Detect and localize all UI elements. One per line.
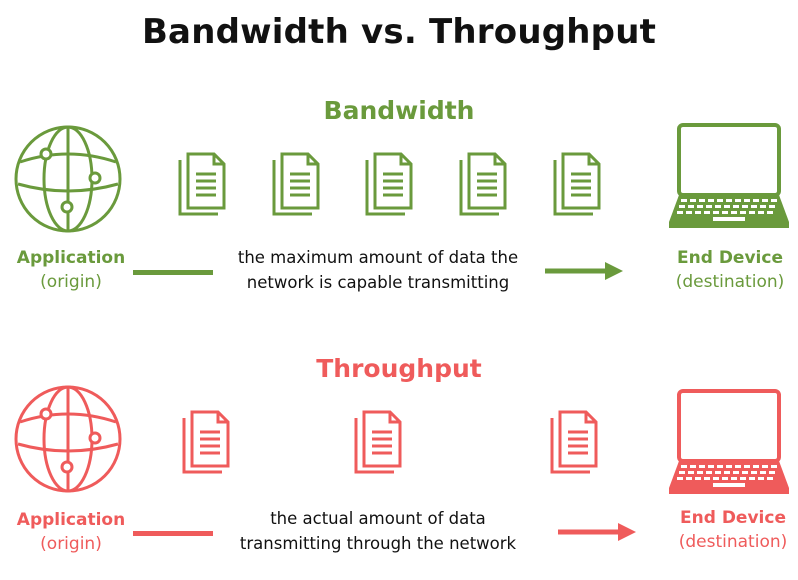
connector-line [133, 270, 213, 275]
throughput-heading: Throughput [316, 354, 482, 383]
origin-sub: (origin) [40, 534, 102, 554]
bandwidth-description: the maximum amount of data the network i… [218, 245, 538, 295]
throughput-origin-label: Application (origin) [0, 508, 156, 556]
destination-sub: (destination) [678, 532, 788, 552]
document-icon [178, 152, 226, 216]
bandwidth-heading: Bandwidth [323, 96, 475, 125]
document-icon [459, 152, 507, 216]
document-icon [365, 152, 413, 216]
laptop-icon [669, 123, 789, 228]
destination-name: End Device [680, 508, 786, 528]
destination-sub: (destination) [675, 272, 785, 292]
document-icon [182, 410, 230, 474]
throughput-description: the actual amount of data transmitting t… [218, 506, 538, 556]
throughput-destination-label: End Device (destination) [648, 506, 798, 554]
globe-icon [14, 125, 122, 233]
description-line: network is capable transmitting [246, 273, 510, 292]
bandwidth-origin-label: Application (origin) [0, 246, 156, 294]
description-line: transmitting through the network [239, 534, 517, 553]
page-title: Bandwidth vs. Throughput [141, 12, 657, 52]
bandwidth-destination-label: End Device (destination) [645, 246, 798, 294]
arrow-right-icon [558, 523, 636, 541]
arrow-right-icon [545, 262, 623, 280]
laptop-icon [669, 389, 789, 494]
document-icon [272, 152, 320, 216]
origin-name: Application [16, 510, 126, 530]
destination-name: End Device [677, 248, 783, 268]
origin-sub: (origin) [40, 272, 102, 292]
description-line: the maximum amount of data the [237, 248, 519, 267]
globe-icon [14, 385, 122, 493]
connector-line [133, 531, 213, 536]
document-icon [354, 410, 402, 474]
origin-name: Application [16, 248, 126, 268]
description-line: the actual amount of data [270, 509, 486, 528]
document-icon [550, 410, 598, 474]
document-icon [553, 152, 601, 216]
